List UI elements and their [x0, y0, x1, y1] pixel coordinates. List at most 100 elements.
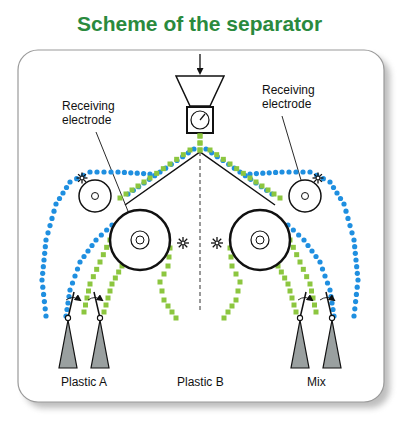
plastic-particle [40, 285, 45, 290]
plastic-particle [148, 176, 153, 181]
plastic-particle [198, 148, 203, 153]
plastic-particle [266, 188, 271, 193]
plastic-particle [352, 244, 357, 249]
plastic-particle [162, 272, 167, 277]
plastic-particle [322, 273, 327, 278]
plastic-particle [64, 185, 69, 190]
part-label: Receiving electrode [62, 100, 115, 128]
plastic-particle [351, 237, 356, 242]
plastic-particle [198, 148, 203, 153]
drum-electrode [110, 210, 290, 270]
plastic-particle [67, 179, 72, 184]
plastic-particle [230, 264, 235, 269]
plastic-particle [300, 169, 305, 174]
plastic-particle [47, 223, 52, 228]
plastic-particle [331, 185, 336, 190]
plastic-particle [329, 300, 334, 305]
plastic-particle [110, 282, 115, 287]
plastic-particle [305, 243, 310, 248]
corona-electrode [77, 173, 324, 250]
plastic-particle [282, 276, 287, 281]
plastic-particle [116, 270, 121, 275]
plastic-particle [221, 157, 226, 162]
plastic-particle [248, 176, 253, 181]
plastic-particle [136, 184, 141, 189]
feeder-box [187, 107, 213, 133]
plastic-particle [94, 267, 99, 272]
plastic-particle [355, 277, 360, 282]
plastic-particle [39, 277, 44, 282]
plastic-particle [254, 180, 259, 185]
plastic-particle [304, 274, 309, 279]
plastic-particle [108, 169, 113, 174]
output-label: Plastic B [177, 376, 224, 390]
panel [18, 50, 384, 402]
plastic-particle [208, 148, 213, 153]
plastic-particle [160, 289, 165, 294]
plastic-particle [351, 313, 356, 318]
bin-divider [91, 320, 109, 368]
corona-star [177, 237, 189, 249]
flap-arrow [298, 298, 312, 301]
plastic-particle [230, 304, 235, 309]
plastic-particle [312, 303, 317, 308]
flap-arrow [88, 298, 102, 301]
plastic-particle [354, 292, 359, 297]
bin-divider [323, 320, 341, 368]
plastic-particle [352, 306, 357, 311]
leader-line [282, 116, 301, 180]
plastic-particle [91, 274, 96, 279]
plastic-particle [43, 244, 48, 249]
receiving-electrode-small [79, 180, 321, 212]
plastic-particle [349, 230, 354, 235]
plastic-particle [135, 171, 140, 176]
part-label: Receiving electrode [262, 84, 315, 112]
plastic-particle [94, 169, 99, 174]
plastic-particle [353, 299, 358, 304]
plastic-particle [42, 299, 47, 304]
plastic-particle [294, 252, 299, 257]
hopper [176, 76, 224, 106]
plastic-particle [141, 180, 146, 185]
plastic-particle [288, 289, 293, 294]
plastic-particle [260, 184, 265, 189]
plastic-particle [108, 289, 113, 294]
feeder-arrow [200, 114, 205, 120]
plastic-particle [88, 282, 93, 287]
plastic-particle [106, 296, 111, 301]
plastic-particle [267, 170, 272, 175]
diagram-title: Scheme of the separator [77, 12, 322, 36]
plastic-particle [278, 196, 283, 201]
plastic-particle [226, 310, 231, 315]
plastic-particle [166, 264, 171, 269]
plastic-particle [113, 276, 118, 281]
plastic-particle [301, 237, 306, 242]
plastic-particle [168, 162, 173, 167]
plastic-particle [45, 230, 50, 235]
plastic-particle [254, 171, 259, 176]
plastic-particle [327, 287, 332, 292]
output-label: Plastic A [61, 376, 107, 390]
plastic-particle [298, 260, 303, 265]
corona-star [211, 237, 223, 249]
plastic-particle [338, 196, 343, 201]
plastic-particle [74, 176, 79, 181]
plastic-particle [43, 237, 48, 242]
output-label: Mix [307, 376, 326, 390]
plastic-particle [77, 259, 82, 264]
plastic-particle [41, 292, 46, 297]
plastic-particle [57, 196, 62, 201]
plastic-particle [228, 162, 233, 167]
plastic-particle [301, 267, 306, 272]
plastic-particle [320, 266, 325, 271]
plastic-particle [67, 287, 72, 292]
plastic-particle [314, 310, 319, 315]
plastic-particle [162, 298, 167, 303]
plastic-particle [317, 259, 322, 264]
plastic-particle [72, 273, 77, 278]
plastic-particle [181, 152, 186, 157]
plastic-particle [41, 257, 46, 262]
plastic-particle [166, 304, 171, 309]
